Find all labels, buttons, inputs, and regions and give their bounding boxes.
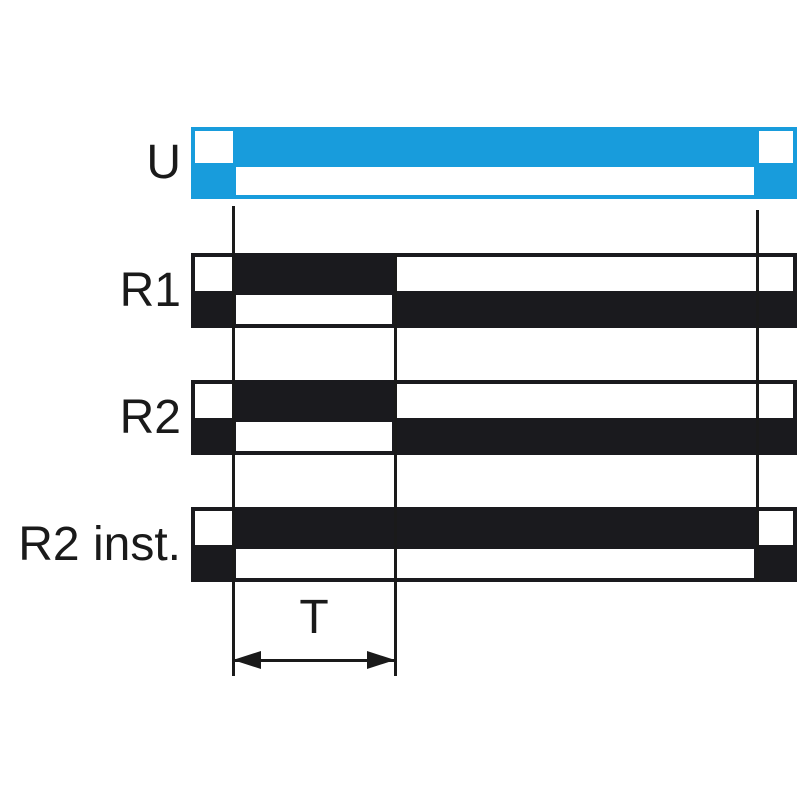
state-off-cell bbox=[236, 295, 392, 324]
state-off-cell bbox=[236, 422, 392, 451]
dimension-arrow-left-head bbox=[233, 651, 261, 669]
dimension-arrow-right-head bbox=[367, 651, 395, 669]
state-off-cell bbox=[195, 511, 233, 545]
dimension-label-t: T bbox=[299, 591, 329, 644]
state-off-cell bbox=[397, 384, 793, 418]
dimension-arrow-line bbox=[233, 658, 395, 662]
state-off-cell bbox=[236, 549, 754, 578]
state-off-cell bbox=[759, 131, 793, 163]
signal-band-r2 bbox=[191, 380, 797, 455]
signal-label-r1: R1 bbox=[119, 263, 181, 317]
signal-label-r2-inst: R2 inst. bbox=[18, 517, 181, 571]
state-off-cell bbox=[759, 511, 793, 545]
signal-band-r1 bbox=[191, 253, 797, 328]
signal-label-r2: R2 bbox=[119, 390, 181, 444]
guide-line-delay-end bbox=[393, 253, 397, 676]
state-off-cell bbox=[195, 131, 233, 163]
state-off-cell bbox=[236, 167, 754, 195]
signal-band-r2-inst bbox=[191, 507, 797, 582]
state-off-cell bbox=[195, 257, 233, 291]
state-off-cell bbox=[397, 257, 793, 291]
guide-line-switch-off bbox=[755, 210, 759, 582]
signal-band-u bbox=[191, 127, 797, 199]
state-off-cell bbox=[195, 384, 233, 418]
signal-label-u: U bbox=[146, 136, 181, 189]
guide-line-switch-on bbox=[231, 206, 235, 676]
